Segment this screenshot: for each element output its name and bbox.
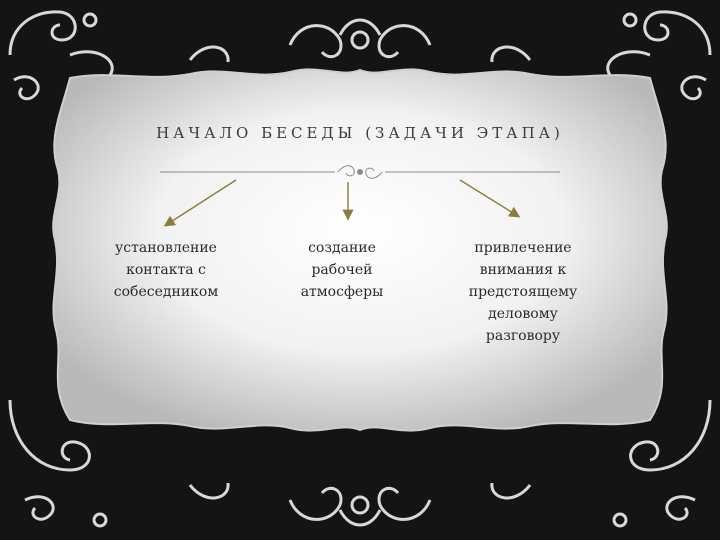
top-left-corner-ornament <box>8 10 114 101</box>
top-center-ornament <box>188 18 532 63</box>
branch-line: внимания к <box>479 262 567 278</box>
branch-establish-contact: установление контакта с собеседником <box>96 237 236 303</box>
branch-line: разговору <box>485 328 561 344</box>
branch-working-atmosphere: создание рабочей атмосферы <box>272 237 412 303</box>
branch-line: привлечение <box>474 240 572 256</box>
bottom-right-corner-ornament <box>612 399 712 528</box>
arrow-to-establish-contact <box>163 179 237 227</box>
branch-line: деловому <box>488 306 558 322</box>
bottom-center-ornament <box>188 482 532 527</box>
branch-line: собеседником <box>113 284 219 300</box>
title-flourish <box>160 165 560 179</box>
branch-line: рабочей <box>311 262 373 278</box>
branch-line: создание <box>308 240 376 256</box>
branch-line: установление <box>115 240 217 256</box>
top-right-corner-ornament <box>606 10 712 101</box>
arrow-to-attract-attention <box>459 179 521 218</box>
branch-line: предстоящему <box>468 284 578 300</box>
branch-line: контакта с <box>126 262 206 278</box>
branch-line: атмосферы <box>300 284 384 300</box>
branch-attract-attention: привлечение внимания к предстоящему дело… <box>448 237 598 347</box>
content-panel <box>52 68 668 432</box>
slide-title: НАЧАЛО БЕСЕДЫ (ЗАДАЧИ ЭТАПА) <box>156 124 564 142</box>
ornament-frame <box>8 10 712 528</box>
bottom-left-corner-ornament <box>8 399 108 528</box>
